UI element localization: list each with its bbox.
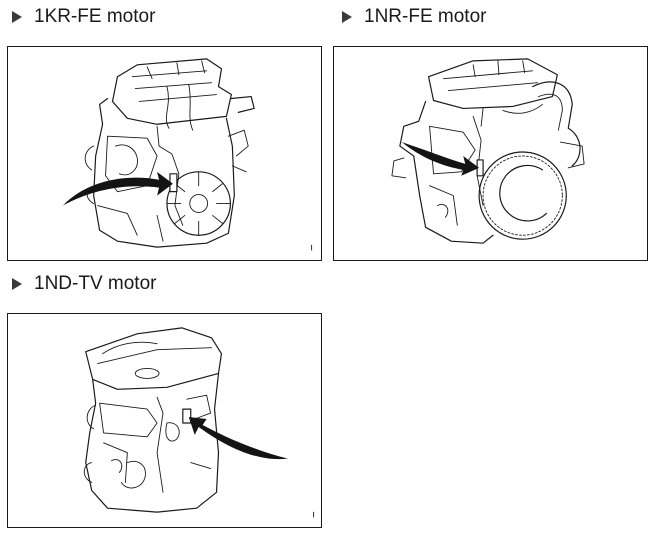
engine-1nr-fe-illustration [391, 58, 585, 244]
heading-1nd-tv: 1ND-TV motor [12, 273, 156, 295]
heading-1nd-tv-label: 1ND-TV motor [34, 273, 157, 294]
figure-1nd-tv [7, 313, 322, 528]
engine-1kr-fe-illustration [62, 58, 313, 251]
heading-1nr-fe-label: 1NR-FE motor [364, 6, 487, 27]
figure-1nr-fe [333, 46, 648, 261]
figure-1kr-fe [7, 46, 322, 261]
heading-1kr-fe: 1KR-FE motor [12, 6, 155, 28]
triangle-right-icon [12, 278, 22, 290]
heading-1kr-fe-label: 1KR-FE motor [34, 6, 156, 27]
triangle-right-icon [12, 11, 22, 23]
heading-1nr-fe: 1NR-FE motor [342, 6, 486, 28]
triangle-right-icon [342, 11, 352, 23]
engine-1nd-tv-illustration [83, 327, 315, 518]
